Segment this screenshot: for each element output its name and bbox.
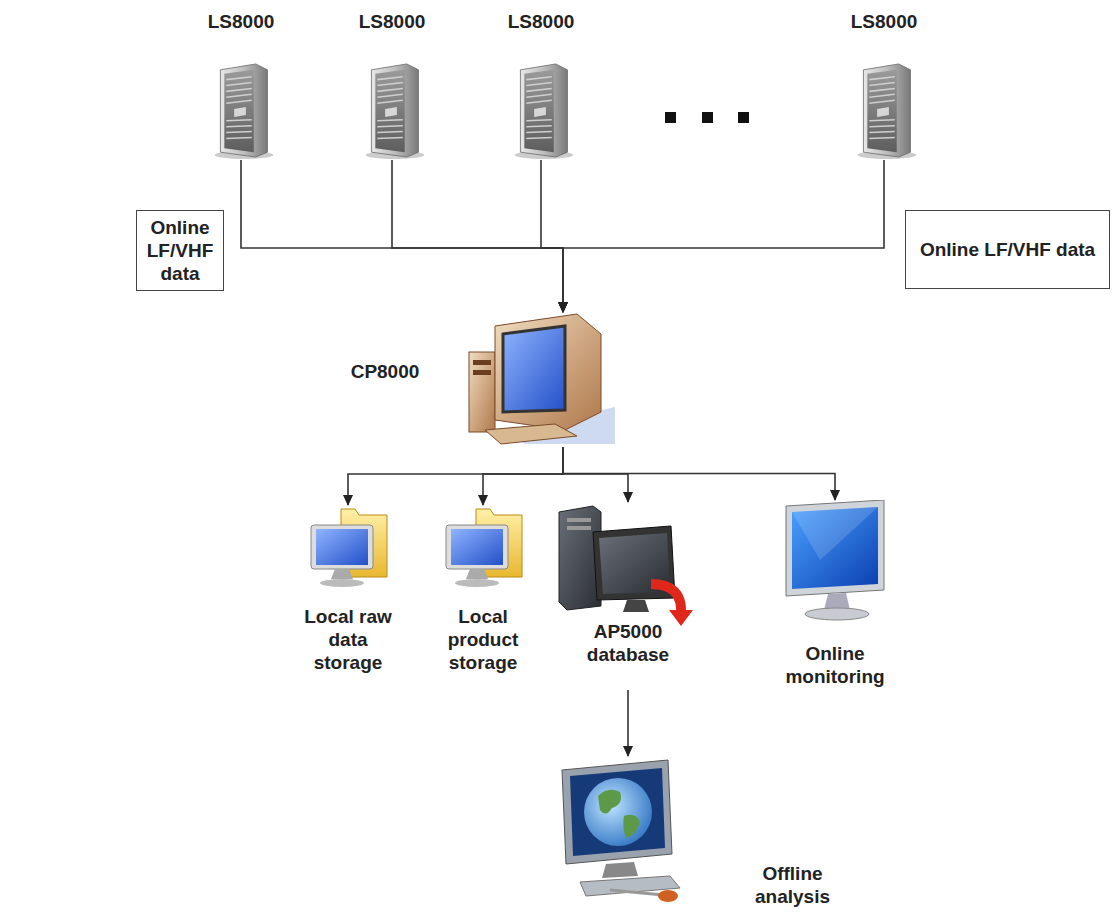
connector-arrow: [563, 160, 884, 312]
server-icon: [506, 62, 576, 160]
globe-icon: [550, 756, 690, 906]
connector-arrow: [348, 447, 563, 505]
server-node: LS8000: [496, 10, 586, 160]
computer-node: CP8000: [330, 312, 615, 447]
node-label: CP8000: [330, 360, 440, 383]
node-label: LS8000: [196, 10, 286, 33]
node-label: Local product storage: [433, 605, 533, 674]
ellipsis-dots: [665, 112, 749, 123]
server-icon: [357, 62, 427, 160]
analysis-node: Offline analysis: [550, 756, 840, 911]
connector-arrow: [392, 160, 563, 312]
connector-arrow: [483, 447, 563, 505]
ap-icon: [553, 502, 703, 627]
monitor-node: Online monitoring: [770, 500, 900, 700]
data-box: Online LF/VHF data: [905, 210, 1110, 289]
storage-node: Local raw data storage: [293, 505, 403, 695]
node-label: Online LF/VHF data: [920, 238, 1095, 261]
cp-icon: [465, 312, 615, 447]
server-icon: [849, 62, 919, 160]
server-node: LS8000: [347, 10, 437, 160]
storage-node: Local product storage: [433, 505, 533, 695]
connector-arrow: [563, 447, 835, 500]
connector-arrow: [627, 690, 629, 756]
folder-icon: [438, 505, 528, 590]
node-label: Offline analysis: [745, 862, 840, 908]
node-label: LS8000: [347, 10, 437, 33]
node-label: Online monitoring: [770, 642, 900, 688]
node-label: LS8000: [496, 10, 586, 33]
server-icon: [206, 62, 276, 160]
monitor-icon: [780, 500, 890, 625]
data-box: Online LF/VHF data: [136, 210, 224, 291]
connector-arrow: [563, 447, 628, 502]
server-node: LS8000: [839, 10, 929, 160]
node-label: LS8000: [839, 10, 929, 33]
folder-icon: [303, 505, 393, 590]
connector-arrow: [241, 160, 563, 312]
database-node: AP5000 database: [553, 502, 703, 690]
node-label: AP5000 database: [553, 620, 703, 666]
node-label: Local raw data storage: [293, 605, 403, 674]
connector-arrow: [541, 160, 563, 312]
server-node: LS8000: [196, 10, 286, 160]
node-label: Online LF/VHF data: [145, 216, 215, 285]
